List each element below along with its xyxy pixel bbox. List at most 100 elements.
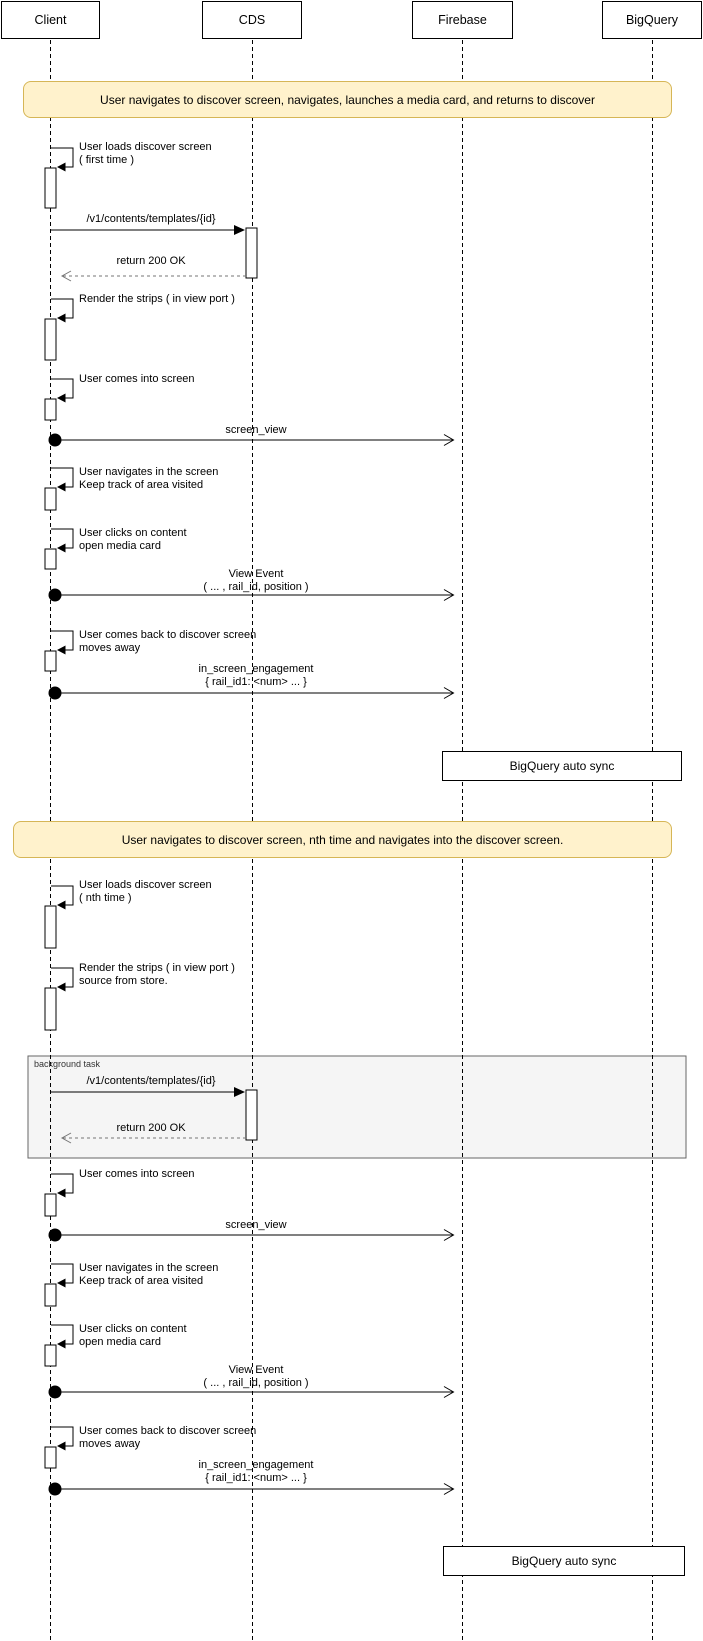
syncbox-label: BigQuery auto sync — [511, 1554, 617, 1568]
self-message-arrowhead — [57, 645, 66, 655]
found-message-circle — [48, 686, 62, 700]
self-message-load-2 — [44, 885, 74, 949]
label-screen-view-2: screen_view — [225, 1219, 286, 1232]
label-line: User comes back to discover screen — [79, 1425, 257, 1437]
label-screen-view-1: screen_view — [225, 424, 286, 437]
label-navigates-2: User navigates in the screen Keep track … — [79, 1262, 218, 1288]
label-line: Keep track of area visited — [79, 1275, 204, 1287]
label-line: User comes into screen — [79, 373, 195, 385]
self-message-navigates-2 — [44, 1263, 74, 1307]
activation-bar — [44, 1283, 57, 1307]
label-request-2: /v1/contents/templates/{id} — [86, 1075, 215, 1088]
self-message-line — [51, 298, 74, 319]
self-message-line — [51, 630, 74, 651]
label-line: { rail_id1: <num> ... } — [205, 676, 307, 688]
label-load-2: User loads discover screen ( nth time ) — [79, 879, 212, 905]
message-arrowhead — [234, 1087, 245, 1097]
async-message-screen-view-2 — [48, 1228, 455, 1242]
label-render-1: Render the strips ( in view port ) — [79, 293, 235, 306]
participant-label: BigQuery — [625, 13, 679, 27]
async-message-view-event-2 — [48, 1385, 455, 1399]
label-comes-into-1: User comes into screen — [79, 373, 195, 386]
label-clicks-2: User clicks on content open media card — [79, 1323, 187, 1349]
label-line: screen_view — [225, 424, 287, 436]
participant-firebase: Firebase — [412, 1, 513, 39]
found-message-circle — [48, 1385, 62, 1399]
note-text: User navigates to discover screen, nth t… — [121, 832, 564, 847]
label-back-2: User comes back to discover screen moves… — [79, 1425, 256, 1451]
label-line: ( ... , rail_id, position ) — [203, 1377, 309, 1389]
label-line: User comes into screen — [79, 1168, 195, 1180]
label-line: User clicks on content — [79, 527, 187, 539]
self-message-arrowhead — [57, 162, 66, 172]
self-message-line — [51, 1173, 74, 1194]
self-message-line — [51, 967, 74, 988]
label-line: User comes back to discover screen — [79, 629, 257, 641]
self-message-render-2 — [44, 967, 74, 1031]
label-line: in_screen_engagement — [198, 1459, 314, 1471]
label-line: Render the strips ( in view port ) — [79, 962, 235, 974]
activation-bar — [44, 1446, 57, 1469]
label-line: moves away — [79, 1438, 141, 1450]
label-line: open media card — [79, 540, 161, 552]
activation-bar — [44, 487, 57, 511]
label-engagement-1: in_screen_engagement { rail_id1: <num> .… — [199, 663, 314, 689]
self-message-arrowhead — [57, 1339, 66, 1349]
label-comes-into-2: User comes into screen — [79, 1168, 195, 1181]
label-line: ( ... , rail_id, position ) — [203, 581, 309, 593]
background-task-frame — [27, 1055, 687, 1159]
return-message-2 — [60, 1132, 246, 1144]
label-line: ( first time ) — [79, 154, 134, 166]
found-message-circle — [48, 433, 62, 447]
label-navigates-1: User navigates in the screen Keep track … — [79, 466, 218, 492]
message-arrowhead — [234, 225, 245, 235]
async-message-screen-view-1 — [48, 433, 455, 447]
open-arrowhead — [443, 434, 455, 446]
self-message-arrowhead — [57, 482, 66, 492]
label-line: User clicks on content — [79, 1323, 187, 1335]
note-section1-banner: User navigates to discover screen, navig… — [23, 81, 672, 118]
label-clicks-1: User clicks on content open media card — [79, 527, 187, 553]
label-response-1: return 200 OK — [116, 255, 185, 268]
bigquery-auto-sync-box-1: BigQuery auto sync — [442, 751, 682, 781]
activation-bar — [44, 318, 57, 361]
participant-client: Client — [1, 1, 100, 39]
label-line: { rail_id1: <num> ... } — [205, 1472, 307, 1484]
label-line: source from store. — [79, 975, 168, 987]
sync-message-request-2 — [51, 1087, 258, 1141]
open-arrowhead — [443, 589, 455, 601]
open-arrowhead — [443, 687, 455, 699]
label-line: ( nth time ) — [79, 892, 132, 904]
participant-bigquery: BigQuery — [602, 1, 702, 39]
label-line: Keep track of area visited — [79, 479, 204, 491]
label-line: /v1/contents/templates/{id} — [86, 1075, 216, 1087]
self-message-back-2 — [44, 1426, 74, 1469]
open-arrowhead — [443, 1229, 455, 1241]
label-line: return 200 OK — [116, 1122, 186, 1134]
self-message-clicks-2 — [44, 1324, 74, 1367]
sync-message-request-1 — [51, 225, 258, 279]
label-line: /v1/contents/templates/{id} — [86, 213, 216, 225]
self-message-line — [51, 1263, 74, 1284]
syncbox-label: BigQuery auto sync — [509, 759, 615, 773]
label-load-1: User loads discover screen ( first time … — [79, 141, 212, 167]
participant-label: CDS — [238, 13, 266, 27]
label-response-2: return 200 OK — [116, 1122, 185, 1135]
participant-label: Firebase — [438, 13, 487, 27]
self-message-into-2 — [44, 1173, 74, 1217]
activation-bar — [245, 227, 258, 279]
label-line: return 200 OK — [116, 255, 186, 267]
found-message-circle — [48, 1228, 62, 1242]
note-text: User navigates to discover screen, navig… — [100, 92, 595, 107]
self-message-line — [51, 885, 74, 906]
label-line: User navigates in the screen — [79, 466, 219, 478]
participant-label: Client — [34, 13, 67, 27]
note-section2-banner: User navigates to discover screen, nth t… — [13, 821, 672, 858]
label-view-event-2: View Event ( ... , rail_id, position ) — [203, 1364, 308, 1390]
self-message-clicks-1 — [44, 528, 74, 570]
label-line: View Event — [228, 568, 284, 580]
open-arrowhead — [443, 1386, 455, 1398]
async-message-view-event-1 — [48, 588, 455, 602]
